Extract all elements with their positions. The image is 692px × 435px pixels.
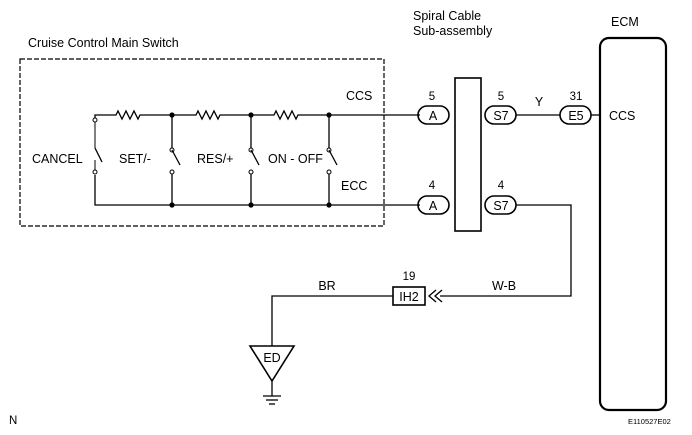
resistor-ladder [94,109,420,206]
switch-label-set: SET/- [119,152,151,166]
connector-ih2-pin: 19 [403,271,416,283]
connector-s7-top-pin: 5 [498,91,504,103]
junction-dot [326,112,332,118]
switch-ecc-label: ECC [341,179,367,193]
connector-s7-top-name: S7 [493,109,508,123]
wire-wb [440,204,572,297]
ecm-module [598,36,668,412]
switch-set [169,115,181,205]
spiral-cable-body [454,77,482,232]
connector-a-bottom-name: A [429,199,438,213]
junction-dot [326,202,332,208]
connector-e5-name: E5 [568,109,583,123]
connector-s7-bottom-pin: 4 [498,180,505,192]
ecm-pin-label: CCS [609,109,635,123]
switch-title: Cruise Control Main Switch [28,36,179,50]
switch-label-cancel: CANCEL [32,152,83,166]
switch-label-res: RES/+ [197,152,233,166]
junction-dot [248,112,254,118]
switch-ccs-label: CCS [346,89,372,103]
junction-dot [169,202,175,208]
connector-a-top-name: A [429,109,438,123]
connector-a-top [417,105,450,125]
footer-figure-code: E110527E02 [628,417,671,426]
switch-res [248,115,260,205]
wire-wb-label: W-B [492,279,516,293]
switch-on-off [326,115,338,205]
connector-e5-pin: 31 [570,91,583,103]
spiral-cable-title-line1: Spiral Cable [413,9,481,23]
connector-ih2-name: IH2 [399,290,419,304]
wire-y-label: Y [535,95,544,109]
connector-a-top-pin: 5 [429,91,435,103]
wire-br-label: BR [318,279,335,293]
junction-dot [169,112,175,118]
ground-icon [263,381,281,405]
ground-point-ed [248,345,296,383]
switch-enclosure [19,58,385,227]
spiral-cable-title-line2: Sub-assembly [413,24,493,38]
connector-a-bottom-pin: 4 [429,180,436,192]
connector-s7-bottom-name: S7 [493,199,508,213]
switch-label-on-off: ON - OFF [268,152,323,166]
connector-a-bottom [417,195,450,215]
wire-br [271,295,393,346]
footer-left: N [9,415,17,427]
switch-cancel [92,117,103,175]
ground-point-ed-label: ED [263,351,280,365]
ecm-title: ECM [611,15,639,29]
connector-ih2-chevrons [428,289,443,303]
junction-dot [248,202,254,208]
